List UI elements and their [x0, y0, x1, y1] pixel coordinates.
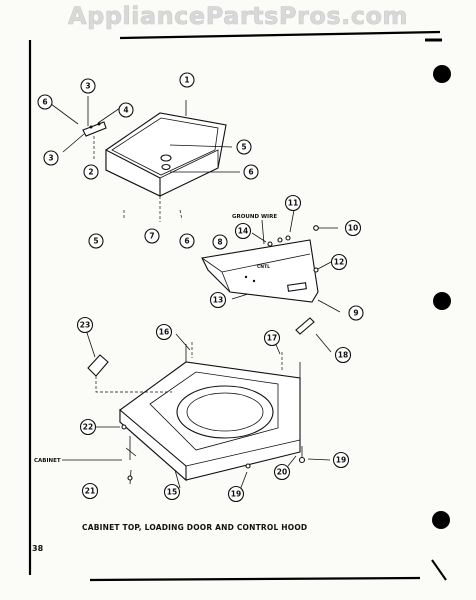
watermark: AppliancePartsPros.com: [68, 2, 408, 31]
svg-text:15: 15: [167, 488, 177, 497]
callout-3b: 3: [43, 150, 59, 166]
svg-text:21: 21: [85, 487, 95, 496]
ground-wire-label: GROUND WIRE: [232, 214, 277, 220]
ground-wire-lead: [261, 219, 265, 245]
svg-text:16: 16: [159, 328, 169, 337]
svg-text:9: 9: [353, 309, 358, 318]
svg-text:13: 13: [213, 296, 223, 305]
binder-hole-bottom: [432, 511, 450, 529]
callout-18: 18: [334, 346, 352, 364]
svg-text:20: 20: [277, 468, 287, 477]
svg-text:19: 19: [231, 490, 241, 499]
door-latch: [87, 354, 109, 377]
callout-12: 12: [330, 253, 348, 271]
svg-text:6: 6: [184, 237, 189, 246]
callout-8: 8: [212, 234, 228, 250]
diagram-caption: CABINET TOP, LOADING DOOR AND CONTROL HO…: [82, 523, 308, 532]
callout-17: 17: [263, 329, 281, 347]
svg-text:4: 4: [123, 106, 128, 115]
svg-text:3: 3: [85, 82, 90, 91]
page-number: 38: [32, 544, 44, 553]
svg-text:3: 3: [48, 154, 53, 163]
svg-text:17: 17: [267, 334, 277, 343]
svg-text:14: 14: [238, 227, 248, 236]
callout-16: 16: [155, 323, 173, 341]
callout-7: 7: [144, 228, 160, 244]
callout-20: 20: [273, 463, 291, 481]
svg-text:5: 5: [93, 237, 98, 246]
callout-22: 22: [79, 418, 97, 436]
callout-5b: 5: [88, 233, 104, 249]
svg-text:6: 6: [42, 98, 47, 107]
svg-text:11: 11: [288, 199, 298, 208]
callout-19b: 19: [227, 485, 245, 503]
callout-3a: 3: [80, 78, 96, 94]
binder-hole-middle: [433, 292, 451, 310]
svg-text:10: 10: [348, 224, 358, 233]
callout-13: 13: [209, 291, 227, 309]
svg-text:8: 8: [217, 238, 222, 247]
svg-text:18: 18: [338, 351, 348, 360]
frame-top-edge: [119, 30, 441, 40]
binder-hole-top: [433, 65, 451, 83]
callout-2: 2: [83, 164, 99, 180]
callout-6c: 6: [179, 233, 195, 249]
svg-text:23: 23: [80, 321, 90, 330]
callout-10: 10: [344, 219, 362, 237]
callout-4: 4: [118, 102, 134, 118]
loading-door: [105, 100, 227, 197]
callout-9: 9: [348, 305, 364, 321]
svg-text:CNTL: CNTL: [257, 264, 270, 270]
cabinet-label: CABINET: [34, 458, 61, 464]
callout-1: 1: [179, 72, 195, 88]
callout-23: 23: [76, 316, 94, 334]
svg-text:22: 22: [83, 423, 93, 432]
callout-11: 11: [284, 194, 302, 212]
svg-text:1: 1: [184, 76, 189, 85]
callout-6b: 6: [243, 164, 259, 180]
svg-text:2: 2: [88, 168, 93, 177]
hinge-assembly: [50, 96, 121, 160]
svg-text:5: 5: [241, 143, 246, 152]
svg-text:7: 7: [149, 232, 154, 241]
frame-bottom-edge: [89, 576, 421, 582]
svg-text:19: 19: [336, 456, 346, 465]
svg-text:12: 12: [334, 258, 344, 267]
callout-14: 14: [234, 222, 252, 240]
hood-bracket: [295, 317, 315, 335]
callout-5a: 5: [236, 139, 252, 155]
svg-text:6: 6: [248, 168, 253, 177]
callout-6a: 6: [37, 94, 53, 110]
callout-21: 21: [81, 482, 99, 500]
callout-15: 15: [163, 483, 181, 501]
callout-19a: 19: [332, 451, 350, 469]
cabinet-top: [119, 344, 301, 482]
control-hood: CNTL: [201, 239, 319, 303]
